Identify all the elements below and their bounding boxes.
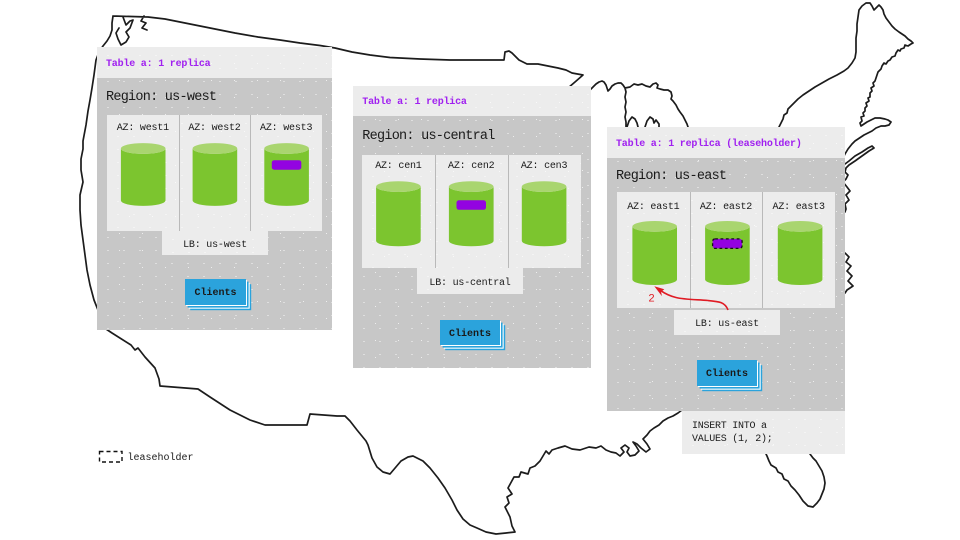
svg-text:2: 2: [648, 294, 655, 306]
